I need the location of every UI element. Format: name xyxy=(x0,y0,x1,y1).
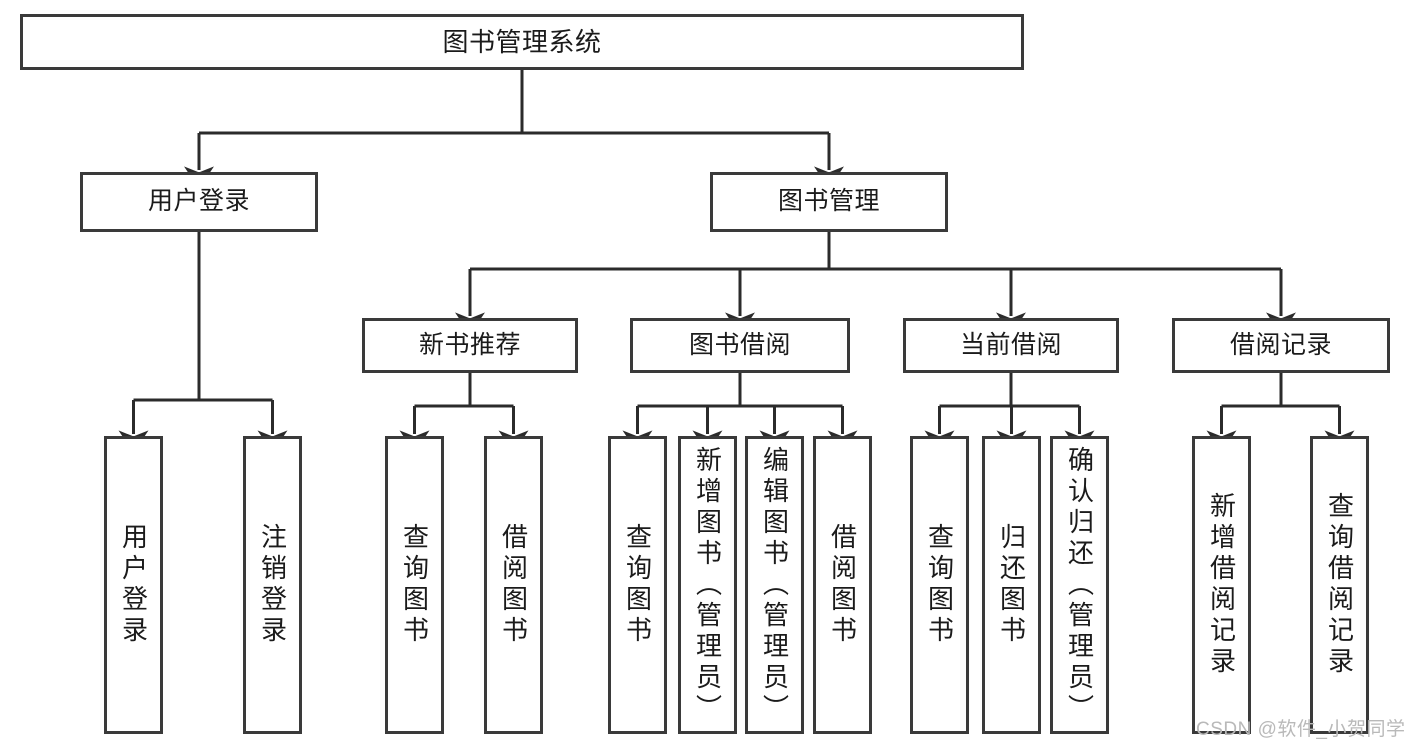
node-label-leaf-rec-borrow: 借阅图书 xyxy=(498,523,529,647)
node-label-book-manage: 图书管理 xyxy=(777,187,880,216)
node-label-leaf-br-query: 查询借阅记录 xyxy=(1324,492,1355,678)
csdn-watermark: CSDN @软件_小贺同学 xyxy=(1196,719,1405,740)
node-label-current-borrow: 当前借阅 xyxy=(959,330,1062,359)
node-book-borrow[interactable]: 图书借阅 xyxy=(630,318,850,373)
node-user-login[interactable]: 用户登录 xyxy=(80,172,318,232)
node-label-borrow-record: 借阅记录 xyxy=(1229,330,1332,359)
node-leaf-cb-query[interactable]: 查询图书 xyxy=(910,436,969,734)
node-leaf-user-logout[interactable]: 注销登录 xyxy=(243,436,302,734)
node-label-leaf-user-logout: 注销登录 xyxy=(257,523,288,647)
node-leaf-rec-query[interactable]: 查询图书 xyxy=(385,436,444,734)
node-label-leaf-user-login: 用户登录 xyxy=(118,523,149,647)
node-label-leaf-rec-query: 查询图书 xyxy=(399,523,430,647)
node-label-leaf-bb-borrow: 借阅图书 xyxy=(827,523,858,647)
node-leaf-cb-return[interactable]: 归还图书 xyxy=(982,436,1041,734)
node-leaf-bb-add[interactable]: 新增图书（管理员） xyxy=(678,436,737,734)
node-leaf-cb-confirm[interactable]: 确认归还（管理员） xyxy=(1050,436,1109,734)
node-label-user-login: 用户登录 xyxy=(147,187,250,216)
node-leaf-user-login[interactable]: 用户登录 xyxy=(104,436,163,734)
node-borrow-record[interactable]: 借阅记录 xyxy=(1172,318,1390,373)
node-label-new-book-rec: 新书推荐 xyxy=(418,330,521,359)
node-current-borrow[interactable]: 当前借阅 xyxy=(903,318,1119,373)
node-label-leaf-cb-return: 归还图书 xyxy=(996,523,1027,647)
node-leaf-bb-edit[interactable]: 编辑图书（管理员） xyxy=(745,436,804,734)
node-leaf-bb-query[interactable]: 查询图书 xyxy=(608,436,667,734)
node-label-leaf-cb-confirm: 确认归还（管理员） xyxy=(1064,445,1095,725)
node-label-leaf-bb-query: 查询图书 xyxy=(622,523,653,647)
node-label-leaf-cb-query: 查询图书 xyxy=(924,523,955,647)
node-leaf-rec-borrow[interactable]: 借阅图书 xyxy=(484,436,543,734)
node-label-book-borrow: 图书借阅 xyxy=(688,330,791,359)
node-root[interactable]: 图书管理系统 xyxy=(20,14,1024,70)
node-label-leaf-br-add: 新增借阅记录 xyxy=(1206,492,1237,678)
node-label-leaf-bb-edit: 编辑图书（管理员） xyxy=(759,445,790,725)
node-leaf-br-add[interactable]: 新增借阅记录 xyxy=(1192,436,1251,734)
node-book-manage[interactable]: 图书管理 xyxy=(710,172,948,232)
node-label-root: 图书管理系统 xyxy=(442,26,602,57)
node-label-leaf-bb-add: 新增图书（管理员） xyxy=(692,445,723,725)
node-new-book-rec[interactable]: 新书推荐 xyxy=(362,318,578,373)
node-leaf-br-query[interactable]: 查询借阅记录 xyxy=(1310,436,1369,734)
node-leaf-bb-borrow[interactable]: 借阅图书 xyxy=(813,436,872,734)
